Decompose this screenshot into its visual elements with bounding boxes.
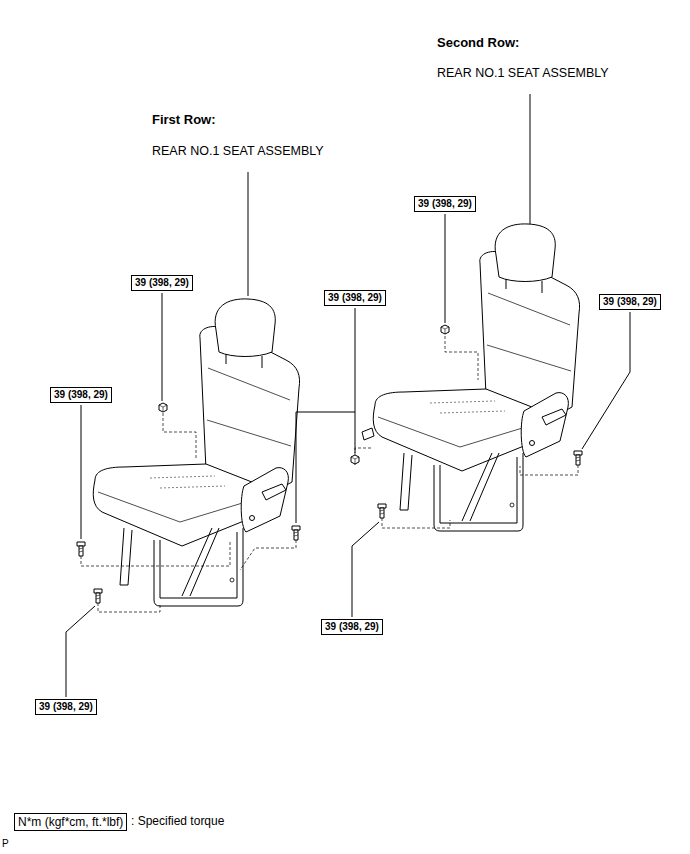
- row-heading: Second Row:: [437, 35, 519, 51]
- box-text: N*m (kgf*cm, ft.*lbf): [18, 815, 123, 829]
- part-name: REAR NO.1 SEAT ASSEMBLY: [437, 66, 609, 81]
- box-text: 39 (398, 29): [328, 292, 382, 303]
- torque-box: 39 (398, 29): [131, 275, 193, 291]
- box-text: 39 (398, 29): [418, 198, 472, 209]
- torque-box: 39 (398, 29): [321, 619, 383, 635]
- box-text: 39 (398, 29): [135, 277, 189, 288]
- box-text: 39 (398, 29): [39, 701, 93, 712]
- torque-box: 39 (398, 29): [35, 699, 97, 715]
- part-name: REAR NO.1 SEAT ASSEMBLY: [152, 144, 324, 159]
- torque-box: 39 (398, 29): [324, 290, 386, 306]
- box-text: 39 (398, 29): [325, 621, 379, 632]
- legend-note: : Specified torque: [131, 814, 224, 828]
- torque-box: 39 (398, 29): [599, 294, 661, 310]
- installation-lines: [81, 336, 578, 612]
- box-text: 39 (398, 29): [603, 296, 657, 307]
- fasteners: [77, 325, 582, 603]
- second-row-seat: [373, 224, 579, 531]
- torque-box: 39 (398, 29): [50, 387, 112, 403]
- torque-unit-box: N*m (kgf*cm, ft.*lbf): [14, 813, 127, 831]
- torque-box: 39 (398, 29): [414, 196, 476, 212]
- box-text: 39 (398, 29): [54, 389, 108, 400]
- first-row-seat: [93, 299, 299, 606]
- page-mark: P: [2, 838, 9, 850]
- row-heading: First Row:: [152, 112, 216, 128]
- leader-lines: [66, 94, 630, 697]
